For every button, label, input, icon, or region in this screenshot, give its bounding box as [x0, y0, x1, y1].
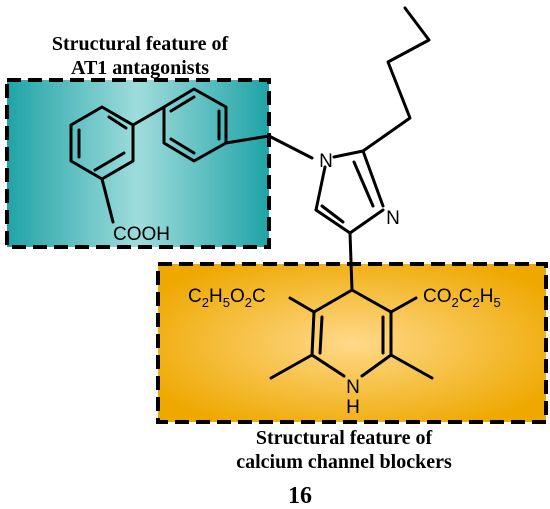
at1-caption-line1: Structural feature of [52, 33, 229, 55]
compound-number: 16 [288, 483, 312, 509]
dhp-n-label: N [346, 377, 360, 398]
imidazole-dhp-bond [348, 231, 354, 292]
ester-right-label: CO2C2H5 [423, 286, 501, 310]
ester-bond-right [389, 296, 418, 314]
ester-left-label: C2H5O2C [188, 286, 266, 310]
ccb-caption-line1: Structural feature of [256, 427, 433, 449]
biphenyl-bond [131, 105, 166, 127]
imidazole-n1-label: N [319, 151, 333, 172]
dhp-h-label: H [346, 397, 360, 418]
methyl-right [389, 353, 434, 380]
ccb-caption-line2: calcium channel blockers [236, 451, 452, 473]
imidazole-n3-label: N [386, 208, 400, 229]
dihydropyridine-ring [310, 288, 393, 378]
methyl-left [269, 353, 314, 380]
imidazole-ring [314, 149, 385, 235]
butyl-chain [361, 6, 431, 153]
at1-caption-line2: AT1 antagonists [71, 57, 209, 79]
at1-feature-box [5, 78, 271, 249]
carboxyl-bond [100, 177, 115, 224]
carboxyl-label: COOH [113, 224, 170, 245]
ester-bond-left [288, 296, 316, 314]
methylene-linker [224, 134, 314, 160]
